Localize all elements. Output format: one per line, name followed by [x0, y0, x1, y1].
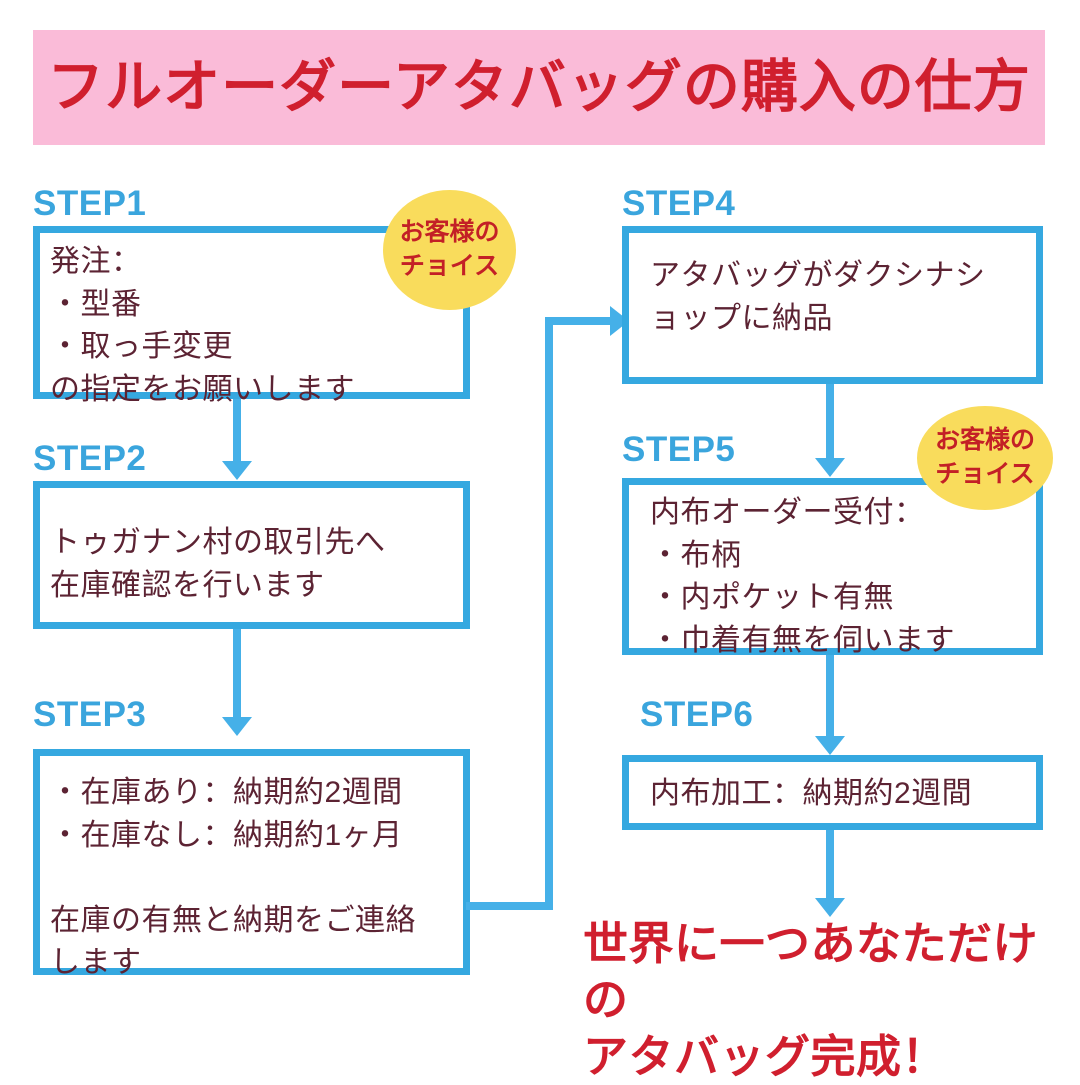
step-box-3 [33, 749, 470, 975]
connector-step3-horizontal-in [545, 317, 618, 325]
arrow-step1-to-step2 [233, 399, 241, 465]
step-body-6: 内布加工：納期約2週間 [650, 777, 973, 810]
choice-badge-step5: お客様の チョイス [917, 406, 1053, 510]
step-label-4: STEP4 [622, 184, 736, 223]
step-label-2: STEP2 [33, 439, 147, 478]
step-label-1: STEP1 [33, 184, 147, 223]
arrow-step2-to-step3 [233, 629, 241, 721]
page-title: フルオーダーアタバッグの購入の仕方 [47, 55, 1031, 119]
step-box-6 [622, 755, 1043, 830]
arrow-step4-to-step5 [826, 384, 834, 462]
final-message: 世界に一つあなただけの アタバッグ完成！ [583, 918, 1039, 1082]
step-body-1: 発注： ・型番 ・取っ手変更 の指定をお願いします [50, 245, 355, 406]
choice-badge-step1-line2: チョイス [399, 252, 500, 280]
connector-step3-horizontal-out [466, 902, 553, 910]
choice-badge-step5-line2: チョイス [935, 460, 1035, 488]
choice-badge-step5-line1: お客様の [934, 426, 1035, 455]
arrow-step5-to-step6 [826, 655, 834, 740]
step-body-3: ・在庫あり：納期約2週間 ・在庫なし：納期約1ヶ月 在庫の有無と納期をご連絡 し… [50, 776, 416, 980]
step-box-2 [33, 481, 470, 629]
step-label-6: STEP6 [640, 695, 754, 734]
choice-badge-step1-line1: お客様の [399, 218, 500, 247]
title-banner: フルオーダーアタバッグの購入の仕方 [33, 30, 1045, 145]
choice-badge-step1: お客様の チョイス [383, 190, 516, 310]
step-body-5: 内布オーダー受付： ・布柄 ・内ポケット有無 ・巾着有無を伺います [650, 496, 955, 657]
arrow-step6-to-final [826, 830, 834, 902]
step-label-5: STEP5 [622, 430, 736, 469]
step-body-4: アタバッグがダクシナシ ョップに納品 [650, 259, 986, 335]
step-label-3: STEP3 [33, 695, 147, 734]
step-body-2: トゥガナン村の取引先へ 在庫確認を行います [50, 526, 386, 602]
connector-step3-vertical [545, 317, 553, 906]
step-box-4 [622, 226, 1043, 384]
